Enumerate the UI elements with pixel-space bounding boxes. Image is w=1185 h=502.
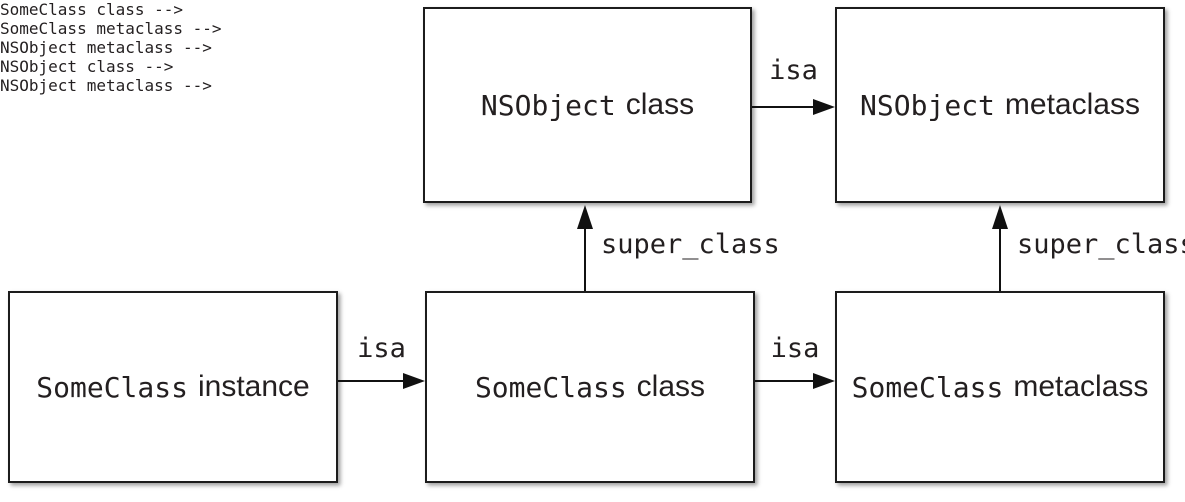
node-code-label: NSObject (860, 88, 995, 122)
node-nsobject-class: NSObject class (423, 7, 752, 203)
edge-label-isa: isa (770, 333, 820, 364)
arrow-head-right-icon (813, 373, 835, 389)
edge-label-isa: isa (357, 333, 406, 364)
node-someclass-instance: SomeClass instance (8, 291, 338, 483)
arrow-head-right-icon (403, 373, 425, 389)
arrow-head-up-icon (577, 205, 593, 229)
node-code-label: SomeClass (851, 370, 1004, 404)
node-kind-label: class (625, 88, 695, 121)
node-code-label: NSObject (480, 88, 616, 122)
arrow-line (752, 106, 814, 108)
node-kind-label: instance (197, 370, 310, 403)
node-kind-label: metaclass (1013, 370, 1149, 403)
arrow-line (999, 227, 1001, 291)
edge-label-super-class: super_class (601, 229, 780, 260)
edge-label-isa: isa (769, 55, 818, 86)
node-kind-label: class (636, 370, 706, 403)
arrow-line (584, 227, 586, 291)
node-kind-label: metaclass (1004, 88, 1140, 121)
arrow-head-up-icon (992, 205, 1008, 229)
edge-label-super-class: super_class (1017, 229, 1185, 260)
node-code-label: SomeClass (474, 370, 627, 404)
node-code-label: SomeClass (36, 370, 188, 404)
arrow-line (755, 380, 814, 382)
arrow-line (338, 380, 404, 382)
node-nsobject-metaclass: NSObject metaclass (835, 7, 1165, 203)
node-someclass-class: SomeClass class (425, 291, 755, 483)
node-someclass-metaclass: SomeClass metaclass (835, 291, 1165, 483)
arrow-head-right-icon (813, 99, 835, 115)
